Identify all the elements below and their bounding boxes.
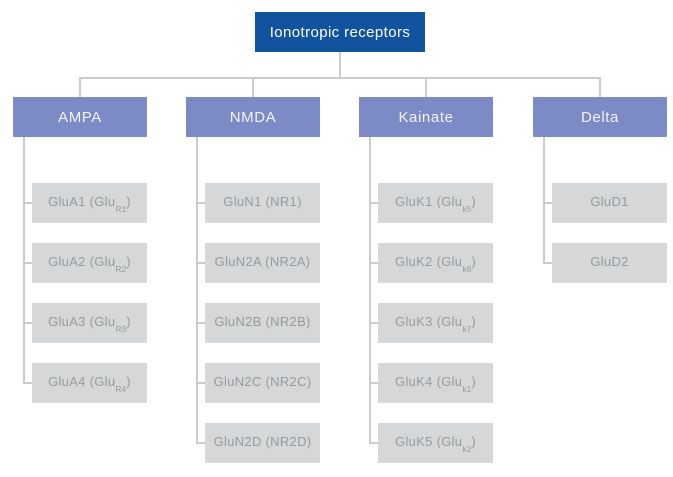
node-gluk4: GluK4 (Gluk1) — [378, 363, 493, 403]
group-label: NMDA — [229, 108, 277, 126]
group-label: AMPA — [58, 108, 102, 126]
connector-drop-delta — [599, 77, 601, 97]
connector-root-drop — [339, 52, 341, 78]
connector-stub — [369, 442, 378, 444]
node-label: GluA4 (GluR4) — [48, 374, 131, 394]
connector-stub — [369, 382, 378, 384]
node-glun2c: GluN2C (NR2C) — [205, 363, 320, 403]
connector-stub — [369, 202, 378, 204]
connector-drop-kainate — [425, 77, 427, 97]
connector-stub — [369, 262, 378, 264]
connector-spine-kainate — [369, 137, 371, 443]
node-label: GluA1 (GluR1) — [48, 194, 131, 214]
node-glun2a: GluN2A (NR2A) — [205, 243, 320, 283]
node-glua2: GluA2 (GluR2) — [32, 243, 147, 283]
node-label: GluN2C (NR2C) — [213, 374, 312, 390]
connector-stub — [543, 202, 552, 204]
node-gluk5: GluK5 (Gluk2) — [378, 423, 493, 463]
connector-spine-delta — [543, 137, 545, 263]
connector-stub — [196, 382, 205, 384]
node-gluk1: GluK1 (Gluk5) — [378, 183, 493, 223]
node-label: GluK3 (Gluk7) — [395, 314, 476, 334]
group-header-delta: Delta — [533, 97, 667, 137]
group-header-ampa: AMPA — [13, 97, 147, 137]
node-label: GluD2 — [590, 254, 629, 270]
connector-stub — [196, 262, 205, 264]
node-label: GluA3 (GluR3) — [48, 314, 131, 334]
node-label: GluK4 (Gluk1) — [395, 374, 476, 394]
node-glud1: GluD1 — [552, 183, 667, 223]
node-glun2d: GluN2D (NR2D) — [205, 423, 320, 463]
connector-stub — [196, 202, 205, 204]
node-label: GluN2A (NR2A) — [214, 254, 311, 270]
node-label: GluN1 (NR1) — [223, 194, 302, 210]
connector-stub — [196, 322, 205, 324]
node-glun2b: GluN2B (NR2B) — [205, 303, 320, 343]
node-gluk2: GluK2 (Gluk6) — [378, 243, 493, 283]
connector-stub — [369, 322, 378, 324]
node-glun1: GluN1 (NR1) — [205, 183, 320, 223]
node-label: GluN2D (NR2D) — [213, 434, 312, 450]
node-glua1: GluA1 (GluR1) — [32, 183, 147, 223]
connector-drop-nmda — [252, 77, 254, 97]
group-header-kainate: Kainate — [359, 97, 493, 137]
connector-spine-nmda — [196, 137, 198, 443]
node-label: GluD1 — [590, 194, 629, 210]
connector-stub — [543, 262, 552, 264]
connector-stub — [196, 442, 205, 444]
node-glua3: GluA3 (GluR3) — [32, 303, 147, 343]
connector-stub — [23, 382, 32, 384]
connector-spine-ampa — [23, 137, 25, 383]
connector-horizontal-bus — [79, 77, 601, 79]
group-header-nmda: NMDA — [186, 97, 320, 137]
connector-stub — [23, 262, 32, 264]
connector-stub — [23, 322, 32, 324]
connector-stub — [23, 202, 32, 204]
node-glua4: GluA4 (GluR4) — [32, 363, 147, 403]
node-gluk3: GluK3 (Gluk7) — [378, 303, 493, 343]
connector-drop-ampa — [79, 77, 81, 97]
node-label: GluK5 (Gluk2) — [395, 434, 476, 454]
root-node-label: Ionotropic receptors — [269, 23, 411, 41]
group-label: Kainate — [398, 108, 454, 126]
node-glud2: GluD2 — [552, 243, 667, 283]
node-label: GluA2 (GluR2) — [48, 254, 131, 274]
node-label: GluK2 (Gluk6) — [395, 254, 476, 274]
node-label: GluK1 (Gluk5) — [395, 194, 476, 214]
group-label: Delta — [580, 108, 620, 126]
node-label: GluN2B (NR2B) — [214, 314, 311, 330]
root-node-ionotropic-receptors: Ionotropic receptors — [255, 12, 425, 52]
